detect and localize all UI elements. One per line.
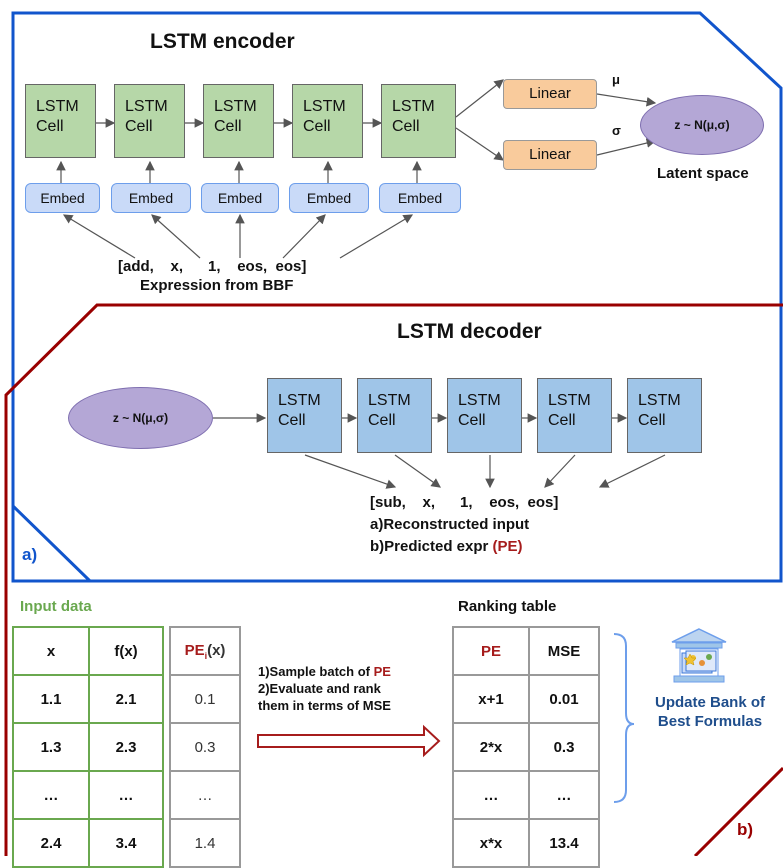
decoder-corner-mark — [693, 766, 783, 856]
caption-reconstructed: a)Reconstructed input — [370, 516, 530, 533]
input-caption: Expression from BBF — [140, 277, 294, 294]
header-pe: PE — [452, 626, 530, 676]
caption-predicted: b)Predicted expr (PE) — [370, 538, 523, 555]
embed-block: Embed — [379, 183, 461, 213]
table-row: …… — [12, 770, 164, 820]
header-fx: f(x) — [88, 626, 164, 676]
ranking-title: Ranking table — [458, 598, 557, 615]
linear-mu-block: Linear — [503, 79, 597, 109]
curly-bracket — [613, 633, 635, 803]
panel-b-label: b) — [737, 820, 754, 839]
input-sequence: [add, x, 1, eos, eos] — [118, 258, 307, 275]
latent-ellipse: z ~ N(μ,σ) — [640, 95, 764, 155]
decoder-latent-ellipse: z ~ N(μ,σ) — [68, 387, 213, 449]
decoder-frame — [4, 303, 783, 856]
table-row: 1.4 — [169, 818, 241, 868]
table-row: 0.3 — [169, 722, 241, 772]
hollow-arrow — [257, 724, 441, 758]
panel-a-label: a) — [22, 545, 38, 564]
table-row: 0.1 — [169, 674, 241, 724]
linear-sigma-block: Linear — [503, 140, 597, 170]
bank-building-icon — [671, 628, 727, 683]
encoder-title: LSTM encoder — [150, 30, 295, 53]
header-mse: MSE — [528, 626, 600, 676]
table-row: PEi(x) — [169, 626, 241, 676]
pe-header: PEi(x) — [169, 626, 241, 676]
embed-block: Embed — [289, 183, 369, 213]
output-sequence: [sub, x, 1, eos, eos] — [370, 494, 559, 511]
embed-block: Embed — [201, 183, 279, 213]
embed-block: Embed — [25, 183, 100, 213]
mu-label: μ — [612, 72, 620, 87]
embed-block: Embed — [111, 183, 191, 213]
steps-text: 1)Sample batch of PE 2)Evaluate and rank… — [258, 664, 391, 713]
input-data-title: Input data — [20, 598, 92, 615]
encoder-corner-mark — [11, 504, 92, 583]
encoder-frame — [11, 11, 783, 583]
table-row: …… — [452, 770, 600, 820]
pe-values-table: PEi(x) 0.1 0.3 … 1.4 — [169, 626, 241, 868]
table-row: … — [169, 770, 241, 820]
latent-space-label: Latent space — [657, 165, 749, 182]
header-x: x — [12, 626, 90, 676]
sigma-label: σ — [612, 123, 621, 138]
decoder-title: LSTM decoder — [397, 320, 542, 343]
